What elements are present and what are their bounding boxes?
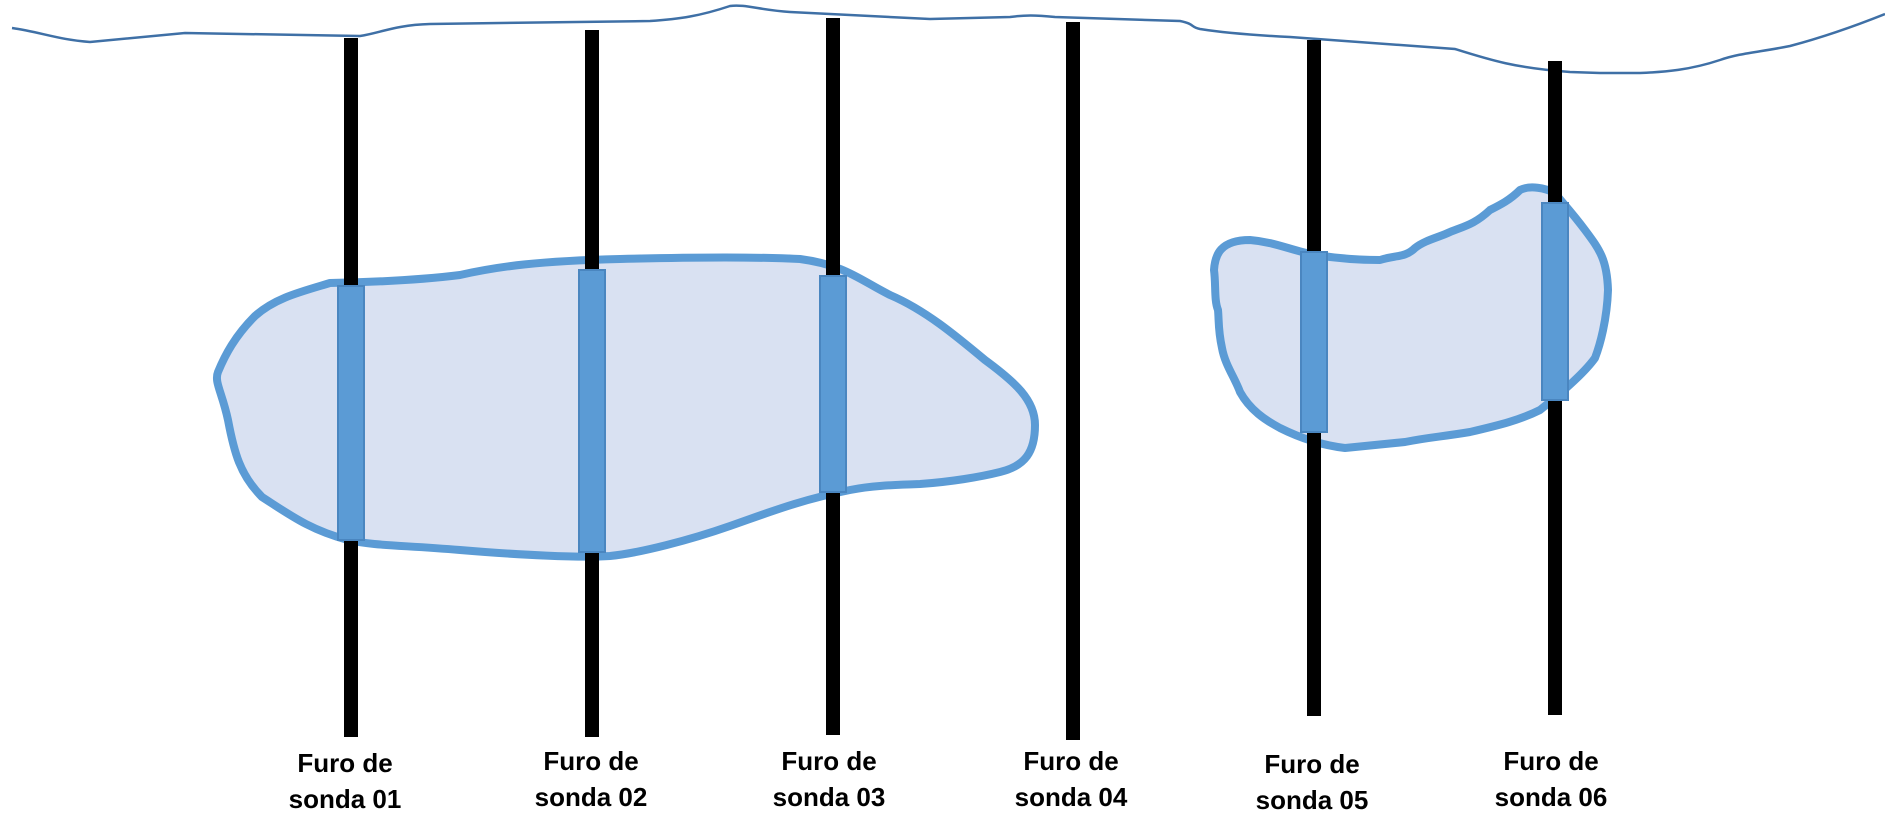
ore-intercept-03	[819, 275, 847, 493]
boreholes-group	[337, 18, 1569, 740]
borehole-label-line1: Furo de	[781, 746, 877, 776]
borehole-label-line2: sonda 03	[772, 782, 886, 812]
ore-intercept-02	[578, 269, 606, 553]
borehole-label-line1: Furo de	[1023, 746, 1119, 776]
borehole-label-01: Furo de sonda 01	[265, 745, 425, 817]
borehole-label-line2: sonda 01	[288, 784, 402, 814]
ore-intercept-01	[337, 285, 365, 541]
borehole-label-line1: Furo de	[297, 748, 393, 778]
borehole-label-05: Furo de sonda 05	[1232, 746, 1392, 818]
borehole-label-line1: Furo de	[1503, 746, 1599, 776]
borehole-label-line2: sonda 06	[1494, 782, 1608, 812]
borehole-label-02: Furo de sonda 02	[511, 743, 671, 815]
borehole-04	[1066, 22, 1080, 740]
borehole-label-03: Furo de sonda 03	[749, 743, 909, 815]
ore-intercept-06	[1541, 202, 1569, 401]
borehole-label-line2: sonda 04	[1014, 782, 1128, 812]
borehole-label-line1: Furo de	[543, 746, 639, 776]
borehole-label-line1: Furo de	[1264, 749, 1360, 779]
borehole-label-04: Furo de sonda 04	[991, 743, 1151, 815]
borehole-label-line2: sonda 02	[534, 782, 648, 812]
borehole-label-line2: sonda 05	[1255, 785, 1369, 815]
topographic-surface-line	[11, 4, 1885, 75]
ore-intercept-05	[1300, 251, 1328, 433]
borehole-label-06: Furo de sonda 06	[1471, 743, 1631, 815]
